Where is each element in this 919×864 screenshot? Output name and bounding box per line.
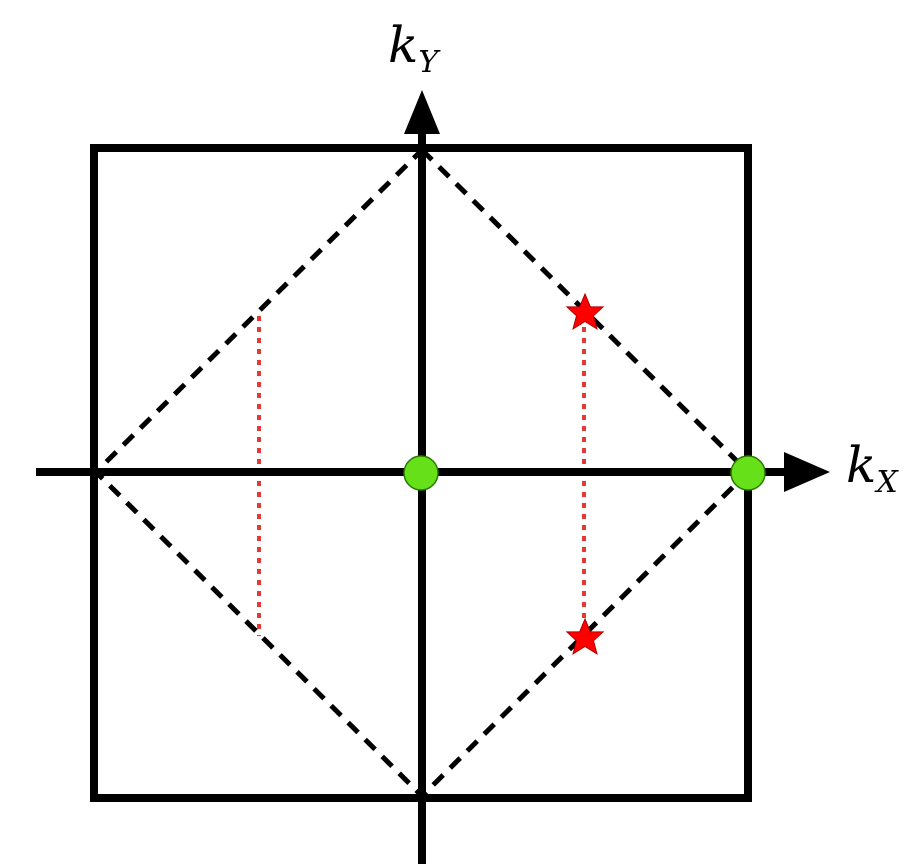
green-dot-origin <box>403 455 439 491</box>
y-axis-arrowhead <box>404 90 440 134</box>
red-star-lower <box>565 617 605 655</box>
red-star-upper <box>565 292 605 330</box>
y-axis-label: kY <box>388 16 441 80</box>
green-dot-right-vertex <box>730 455 766 491</box>
x-axis-label: kX <box>846 436 899 500</box>
x-axis-arrowhead <box>784 452 830 492</box>
